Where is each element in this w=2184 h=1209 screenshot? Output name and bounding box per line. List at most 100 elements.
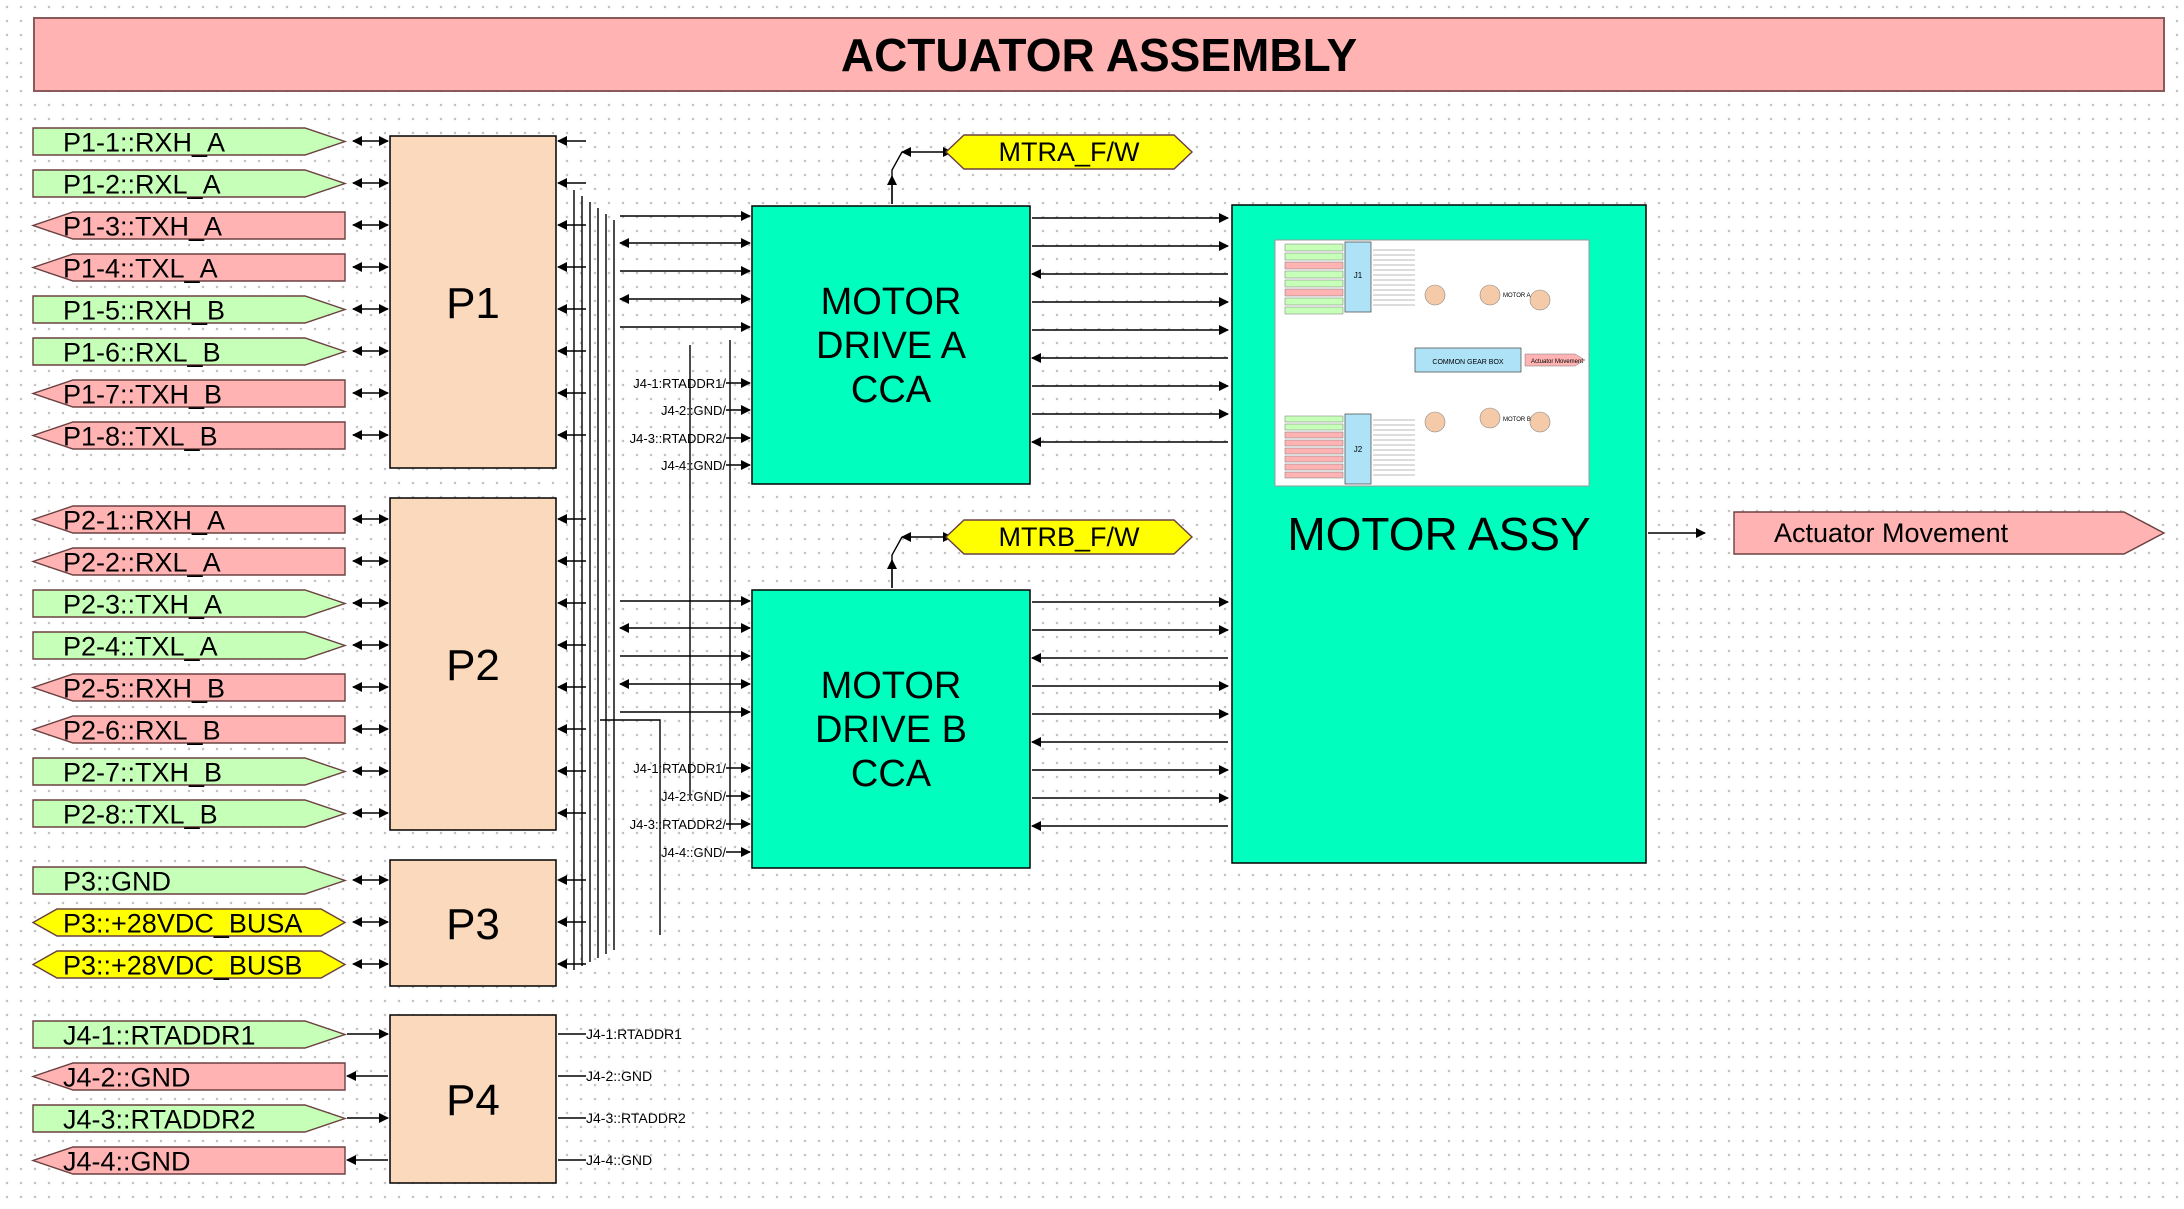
p4-pin-j4-1-rtaddr1-label: J4-1::RTADDR1 <box>63 1021 256 1051</box>
motor-assy-label: MOTOR ASSY <box>1287 508 1590 560</box>
p3-pin-p3-28vdc-busa-shape <box>31 908 347 937</box>
p4-pin-j4-2-gnd-label: J4-2::GND <box>63 1063 191 1093</box>
motor-drive-a-line-2: DRIVE A <box>816 325 967 367</box>
thumb-motor-circle <box>1529 411 1551 433</box>
p4-output-label-3: J4-3::RTADDR2 <box>586 1110 686 1126</box>
motor-drive-b-input-label-1: J4-1:RTADDR1/ <box>633 761 726 776</box>
thumb-motor-circle <box>1424 411 1446 433</box>
p1-pin-p1-3-txh-a-label: P1-3::TXH_A <box>63 212 222 242</box>
thumb-gearbox-label: COMMON GEAR BOX <box>1432 359 1504 366</box>
p4-output-label-4: J4-4::GND <box>586 1152 652 1168</box>
motor-drive-a-line-1: MOTOR <box>821 281 962 323</box>
motor-drive-b-line-3: CCA <box>851 753 932 795</box>
thumb-motor-a-label: MOTOR A <box>1503 293 1531 299</box>
p3-block <box>389 859 557 987</box>
bus-wire <box>600 719 661 935</box>
actuator-movement-shape <box>1733 511 2166 555</box>
thumb-j2-pin <box>1284 447 1344 455</box>
p4-pin-j4-1-rtaddr1-shape <box>32 1020 348 1049</box>
shape-layer: P1-1::RXH_AP1-2::RXL_AP1-3::TXH_AP1-4::T… <box>30 127 2166 1184</box>
motor-drive-a-port-label: MTRA_F/W <box>999 137 1141 167</box>
p1-pin-p1-4-txl-a-shape <box>30 253 346 282</box>
motor-drive-b-line-1: MOTOR <box>821 665 962 707</box>
p4-output-label-2: J4-2::GND <box>586 1068 652 1084</box>
p2-pin-p2-3-txh-a-label: P2-3::TXH_A <box>63 590 222 620</box>
thumb-j2-pin <box>1284 455 1344 463</box>
p1-pin-p1-1-rxh-a-shape <box>32 127 348 156</box>
p3-pin-p3-28vdc-busb-shape <box>31 950 347 979</box>
p3-pin-p3-28vdc-busb-label: P3::+28VDC_BUSB <box>63 951 302 981</box>
motor-drive-b-input-label-2: J4-2::GND/ <box>661 789 726 804</box>
motor-drive-a-line-3: CCA <box>851 369 932 411</box>
p1-pin-p1-7-txh-b-label: P1-7::TXH_B <box>63 380 222 410</box>
thumb-j1-block <box>1344 241 1372 313</box>
p2-pin-p2-2-rxl-a-shape <box>30 547 346 576</box>
p1-pin-p1-3-txh-a-shape <box>30 211 346 240</box>
thumb-j1-pin <box>1284 270 1344 279</box>
p4-block <box>389 1014 557 1184</box>
p3-pin-p3-gnd-shape <box>32 866 348 895</box>
thumb-j2-block <box>1344 413 1372 485</box>
motor-drive-a-input-label-3: J4-3::RTADDR2/ <box>630 431 727 446</box>
p4-label: P4 <box>446 1076 500 1125</box>
p1-label: P1 <box>446 279 500 328</box>
thumb-j1-pin <box>1284 279 1344 288</box>
motor-drive-b-line-2: DRIVE B <box>815 709 967 751</box>
p2-pin-p2-6-rxl-b-shape <box>30 715 346 744</box>
p1-pin-p1-6-rxl-b-shape <box>32 337 348 366</box>
p4-pin-j4-2-gnd-shape <box>30 1062 346 1091</box>
p2-pin-p2-5-rxh-b-shape <box>30 673 346 702</box>
p2-pin-p2-2-rxl-a-label: P2-2::RXL_A <box>63 548 221 578</box>
thumb-j1-pin <box>1284 252 1344 261</box>
p1-pin-p1-5-rxh-b-label: P1-5::RXH_B <box>63 296 225 326</box>
p4-pin-j4-4-gnd-label: J4-4::GND <box>63 1147 191 1177</box>
p2-pin-p2-4-txl-a-label: P2-4::TXL_A <box>63 632 218 662</box>
p2-label: P2 <box>446 641 500 690</box>
thumb-j2-pin <box>1284 463 1344 471</box>
thumb-j2-pin <box>1284 471 1344 479</box>
p1-pin-p1-2-rxl-a-shape <box>32 169 348 198</box>
p1-pin-p1-5-rxh-b-shape <box>32 295 348 324</box>
p2-pin-p2-5-rxh-b-label: P2-5::RXH_B <box>63 674 225 704</box>
p4-pin-j4-4-gnd-shape <box>30 1146 346 1175</box>
motor-drive-b-port-label: MTRB_F/W <box>999 522 1141 552</box>
p2-pin-p2-8-txl-b-label: P2-8::TXL_B <box>63 800 218 830</box>
thumb-j1-pin <box>1284 261 1344 270</box>
motor-drive-a-port-shape <box>944 134 1194 170</box>
thumb-motor-circle <box>1479 284 1501 306</box>
thumb-j1-label: J1 <box>1354 271 1363 280</box>
p3-pin-p3-gnd-label: P3::GND <box>63 867 171 897</box>
p4-pin-j4-3-rtaddr2-label: J4-3::RTADDR2 <box>63 1105 256 1135</box>
p2-pin-p2-1-rxh-a-label: P2-1::RXH_A <box>63 506 225 536</box>
thumb-j1-pin <box>1284 288 1344 297</box>
p1-pin-p1-8-txl-b-label: P1-8::TXL_B <box>63 422 218 452</box>
p2-pin-p2-8-txl-b-shape <box>32 799 348 828</box>
thumb-j2-pin <box>1284 431 1344 439</box>
motor-drive-a-input-label-1: J4-1:RTADDR1/ <box>633 376 726 391</box>
p1-pin-p1-4-txl-a-label: P1-4::TXL_A <box>63 254 218 284</box>
thumb-j1-pin <box>1284 306 1344 315</box>
p2-pin-p2-7-txh-b-label: P2-7::TXH_B <box>63 758 222 788</box>
p1-pin-p1-2-rxl-a-label: P1-2::RXL_A <box>63 170 221 200</box>
wire-layer <box>346 136 1706 1165</box>
p2-pin-p2-4-txl-a-shape <box>32 631 348 660</box>
p3-label: P3 <box>446 900 500 949</box>
p1-pin-p1-8-txl-b-shape <box>30 421 346 450</box>
thumb-j1-pin <box>1284 297 1344 306</box>
motor-drive-a-input-label-2: J4-2::GND/ <box>661 403 726 418</box>
motor-drive-a-block <box>751 205 1031 485</box>
diagram-title: ACTUATOR ASSEMBLY <box>33 17 2165 92</box>
thumb-output <box>1524 353 1586 367</box>
p1-pin-p1-7-txh-b-shape <box>30 379 346 408</box>
thumb-j2-label: J2 <box>1354 445 1363 454</box>
p1-pin-p1-6-rxl-b-label: P1-6::RXL_B <box>63 338 221 368</box>
actuator-movement-label: Actuator Movement <box>1774 518 2009 548</box>
motor-drive-a-input-label-4: J4-4::GND/ <box>661 458 726 473</box>
p2-block <box>389 497 557 831</box>
p4-pin-j4-3-rtaddr2-shape <box>32 1104 348 1133</box>
motor-drive-b-input-label-3: J4-3::RTADDR2/ <box>630 817 727 832</box>
thumb-output-label: Actuator Movement <box>1531 359 1583 365</box>
p1-block <box>389 135 557 469</box>
motor_drive_a-fw-stem <box>891 151 903 204</box>
